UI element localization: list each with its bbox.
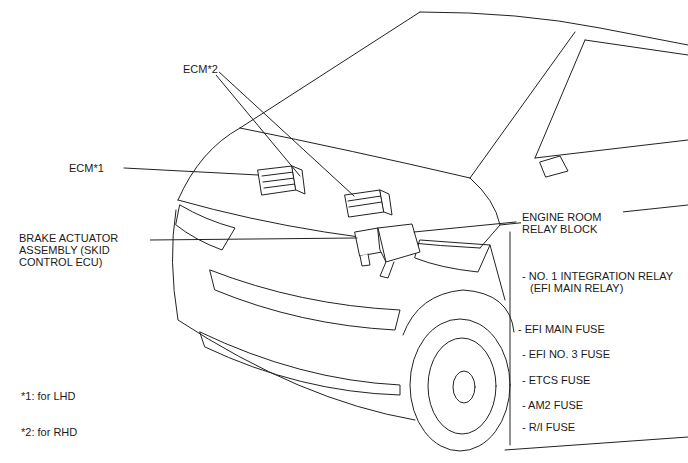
mirror <box>540 156 568 177</box>
bumper <box>172 210 415 420</box>
item-label: - ETCS FUSE <box>521 374 591 386</box>
footnote: *2: for RHD <box>20 426 78 438</box>
rim <box>428 338 496 434</box>
item-label: - R/I FUSE <box>521 421 576 433</box>
callout-label: BRAKE ACTUATOR ASSEMBLY (SKID CONTROL EC… <box>18 232 150 268</box>
headlight <box>415 240 490 272</box>
leader-line <box>218 71 354 196</box>
headlight <box>176 205 235 250</box>
hood-edge <box>178 128 240 200</box>
grille <box>210 270 400 330</box>
brake-actuator <box>355 228 382 266</box>
leader-line <box>414 222 516 232</box>
roof-line <box>420 12 688 45</box>
leader-line <box>150 238 357 240</box>
callout-label: ECM*1 <box>68 162 105 174</box>
wheel-arch <box>403 290 514 335</box>
tyre <box>410 319 510 451</box>
a-pillar <box>470 32 575 178</box>
window-line <box>535 140 688 158</box>
item-label: - EFI NO. 3 FUSE <box>521 348 611 360</box>
footnote: *1: for LHD <box>20 390 76 402</box>
item-label: - NO. 1 INTEGRATION RELAY (EFI MAIN RELA… <box>521 270 681 294</box>
item-label: - EFI MAIN FUSE <box>517 323 606 335</box>
window-line <box>585 40 688 55</box>
hood-edge <box>470 178 500 248</box>
callout-label: ENGINE ROOM RELAY BLOCK <box>521 211 623 235</box>
door-edge <box>510 232 511 445</box>
lower-intake <box>200 332 400 395</box>
fender-line <box>490 245 505 300</box>
callout-label: ECM*2 <box>182 63 219 75</box>
ecm-lhd <box>258 166 305 195</box>
leader-line <box>124 168 258 175</box>
window-pillar <box>535 40 585 158</box>
hub <box>453 371 475 403</box>
leader-line <box>216 75 300 176</box>
a-pillar <box>240 12 420 128</box>
sill-line <box>505 437 688 450</box>
item-label: - AM2 FUSE <box>521 399 584 411</box>
